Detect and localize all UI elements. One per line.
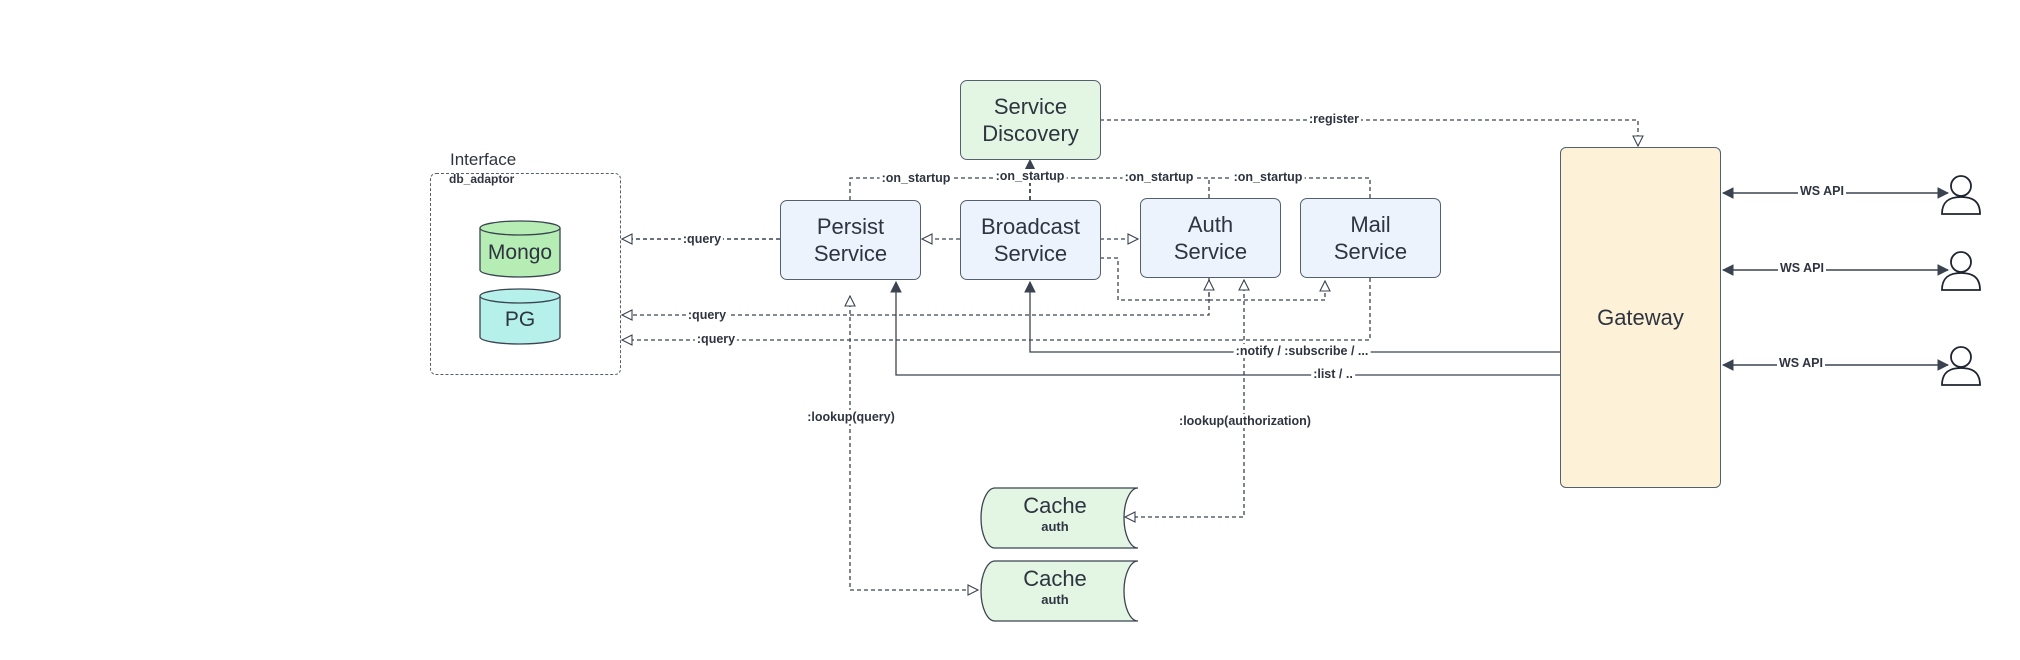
edge-query-mail bbox=[622, 278, 1371, 340]
interface-group[interactable] bbox=[430, 173, 621, 375]
edge-register bbox=[1100, 119, 1638, 146]
gateway-node[interactable]: Gateway bbox=[1560, 147, 1721, 488]
edge-label-query-1: :query bbox=[680, 232, 724, 246]
mail-service-node[interactable]: Mail Service bbox=[1300, 198, 1441, 278]
edge-label-lookup-auth: :lookup(authorization) bbox=[1177, 414, 1313, 428]
edge-label-query-2: :query bbox=[685, 308, 729, 322]
pg-label: PG bbox=[504, 308, 536, 331]
edge-label-on-startup-4: :on_startup bbox=[1231, 170, 1305, 184]
cache-2-node[interactable]: Cache auth bbox=[1023, 566, 1087, 608]
user-icon bbox=[1941, 346, 1981, 386]
auth-service-line2: Service bbox=[1173, 239, 1248, 264]
edge-label-notify: :notify / :subscribe / ... bbox=[1233, 344, 1371, 358]
edge-label-on-startup-2: :on_startup bbox=[993, 169, 1067, 183]
mongo-cylinder bbox=[479, 220, 561, 278]
service-discovery-node[interactable]: Service Discovery bbox=[960, 80, 1101, 160]
broadcast-service-line2: Service bbox=[993, 241, 1068, 266]
cache-2-shape bbox=[980, 560, 1139, 622]
pg-cylinder bbox=[479, 288, 561, 345]
persist-service-node[interactable]: Persist Service bbox=[780, 200, 921, 280]
mail-service-line2: Service bbox=[1333, 239, 1408, 264]
edge-notify bbox=[1030, 282, 1560, 353]
user-icon bbox=[1941, 251, 1981, 291]
broadcast-service-node[interactable]: Broadcast Service bbox=[960, 200, 1101, 280]
interface-subtitle: db_adaptor bbox=[449, 172, 515, 186]
edge-label-list: :list / .. bbox=[1311, 367, 1355, 381]
mongo-label: Mongo bbox=[487, 241, 553, 264]
gateway-label: Gateway bbox=[1597, 305, 1684, 330]
edge-label-on-startup-3: :on_startup bbox=[1122, 170, 1196, 184]
edge-label-ws-api-2: WS API bbox=[1778, 261, 1826, 275]
auth-service-node[interactable]: Auth Service bbox=[1140, 198, 1281, 278]
cache-1-title: Cache bbox=[1023, 493, 1087, 518]
edge-label-on-startup-1: :on_startup bbox=[879, 171, 953, 185]
persist-service-line2: Service bbox=[813, 241, 888, 266]
mail-service-line1: Mail bbox=[1350, 212, 1391, 237]
cache-1-subtitle: auth bbox=[1041, 519, 1069, 534]
edge-startup-persist bbox=[849, 177, 1030, 200]
edge-list bbox=[896, 282, 1560, 376]
auth-service-line1: Auth bbox=[1187, 212, 1234, 237]
user-icon bbox=[1941, 175, 1981, 215]
edge-label-ws-api-1: WS API bbox=[1798, 184, 1846, 198]
edge-label-register: :register bbox=[1306, 112, 1362, 126]
cache-1-node[interactable]: Cache auth bbox=[1023, 493, 1087, 535]
edge-label-query-3: :query bbox=[694, 332, 738, 346]
edge-label-ws-api-3: WS API bbox=[1777, 356, 1825, 370]
service-discovery-line2: Discovery bbox=[982, 121, 1079, 146]
cache-2-subtitle: auth bbox=[1041, 592, 1069, 607]
service-discovery-line1: Service bbox=[993, 94, 1068, 119]
cache-1-shape bbox=[980, 487, 1139, 549]
edge-lookup-auth bbox=[1125, 280, 1244, 517]
edge-lookup-query bbox=[850, 296, 978, 590]
interface-title: Interface bbox=[450, 150, 517, 169]
cache-2-title: Cache bbox=[1023, 566, 1087, 591]
persist-service-line1: Persist bbox=[816, 214, 885, 239]
broadcast-service-line1: Broadcast bbox=[980, 214, 1081, 239]
edge-loop-mail bbox=[1209, 281, 1325, 301]
edge-label-lookup-query: :lookup(query) bbox=[805, 410, 897, 424]
